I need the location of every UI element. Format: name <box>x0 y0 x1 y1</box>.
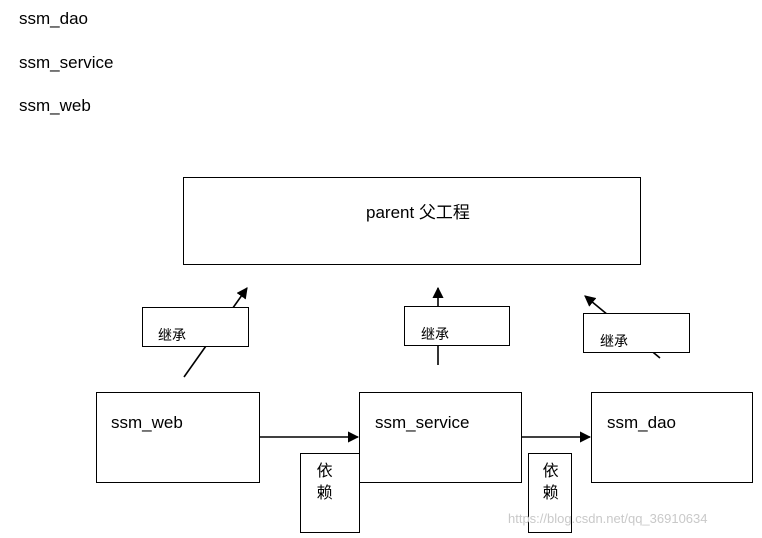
depend-label-web-service: 依赖 <box>316 461 333 502</box>
module-text-dao: ssm_dao <box>19 9 88 28</box>
ssm-dao-box: ssm_dao <box>591 392 753 483</box>
inherit-label-service: 继承 <box>421 327 449 343</box>
ssm-web-box-label: ssm_web <box>111 413 183 432</box>
ssm-service-box: ssm_service <box>359 392 522 483</box>
inherit-label-box-dao: 继承 <box>583 313 690 353</box>
module-text-service: ssm_service <box>19 53 114 72</box>
watermark: https://blog.csdn.net/qq_36910634 <box>508 511 708 526</box>
depend-label-service-dao: 依赖 <box>542 461 559 502</box>
ssm-web-box: ssm_web <box>96 392 260 483</box>
inherit-label-dao: 继承 <box>600 334 628 350</box>
parent-box-label: parent 父工程 <box>366 203 470 222</box>
depend-label-box-web-service: 依赖 <box>300 453 360 533</box>
inherit-label-web: 继承 <box>158 328 186 344</box>
ssm-dao-box-label: ssm_dao <box>607 413 676 432</box>
parent-box: parent 父工程 <box>183 177 641 265</box>
inherit-label-box-web: 继承 <box>142 307 249 347</box>
ssm-service-box-label: ssm_service <box>375 413 470 432</box>
inherit-label-box-service: 继承 <box>404 306 510 346</box>
depend-label-box-service-dao: 依赖 <box>528 453 572 533</box>
module-text-web: ssm_web <box>19 96 91 115</box>
